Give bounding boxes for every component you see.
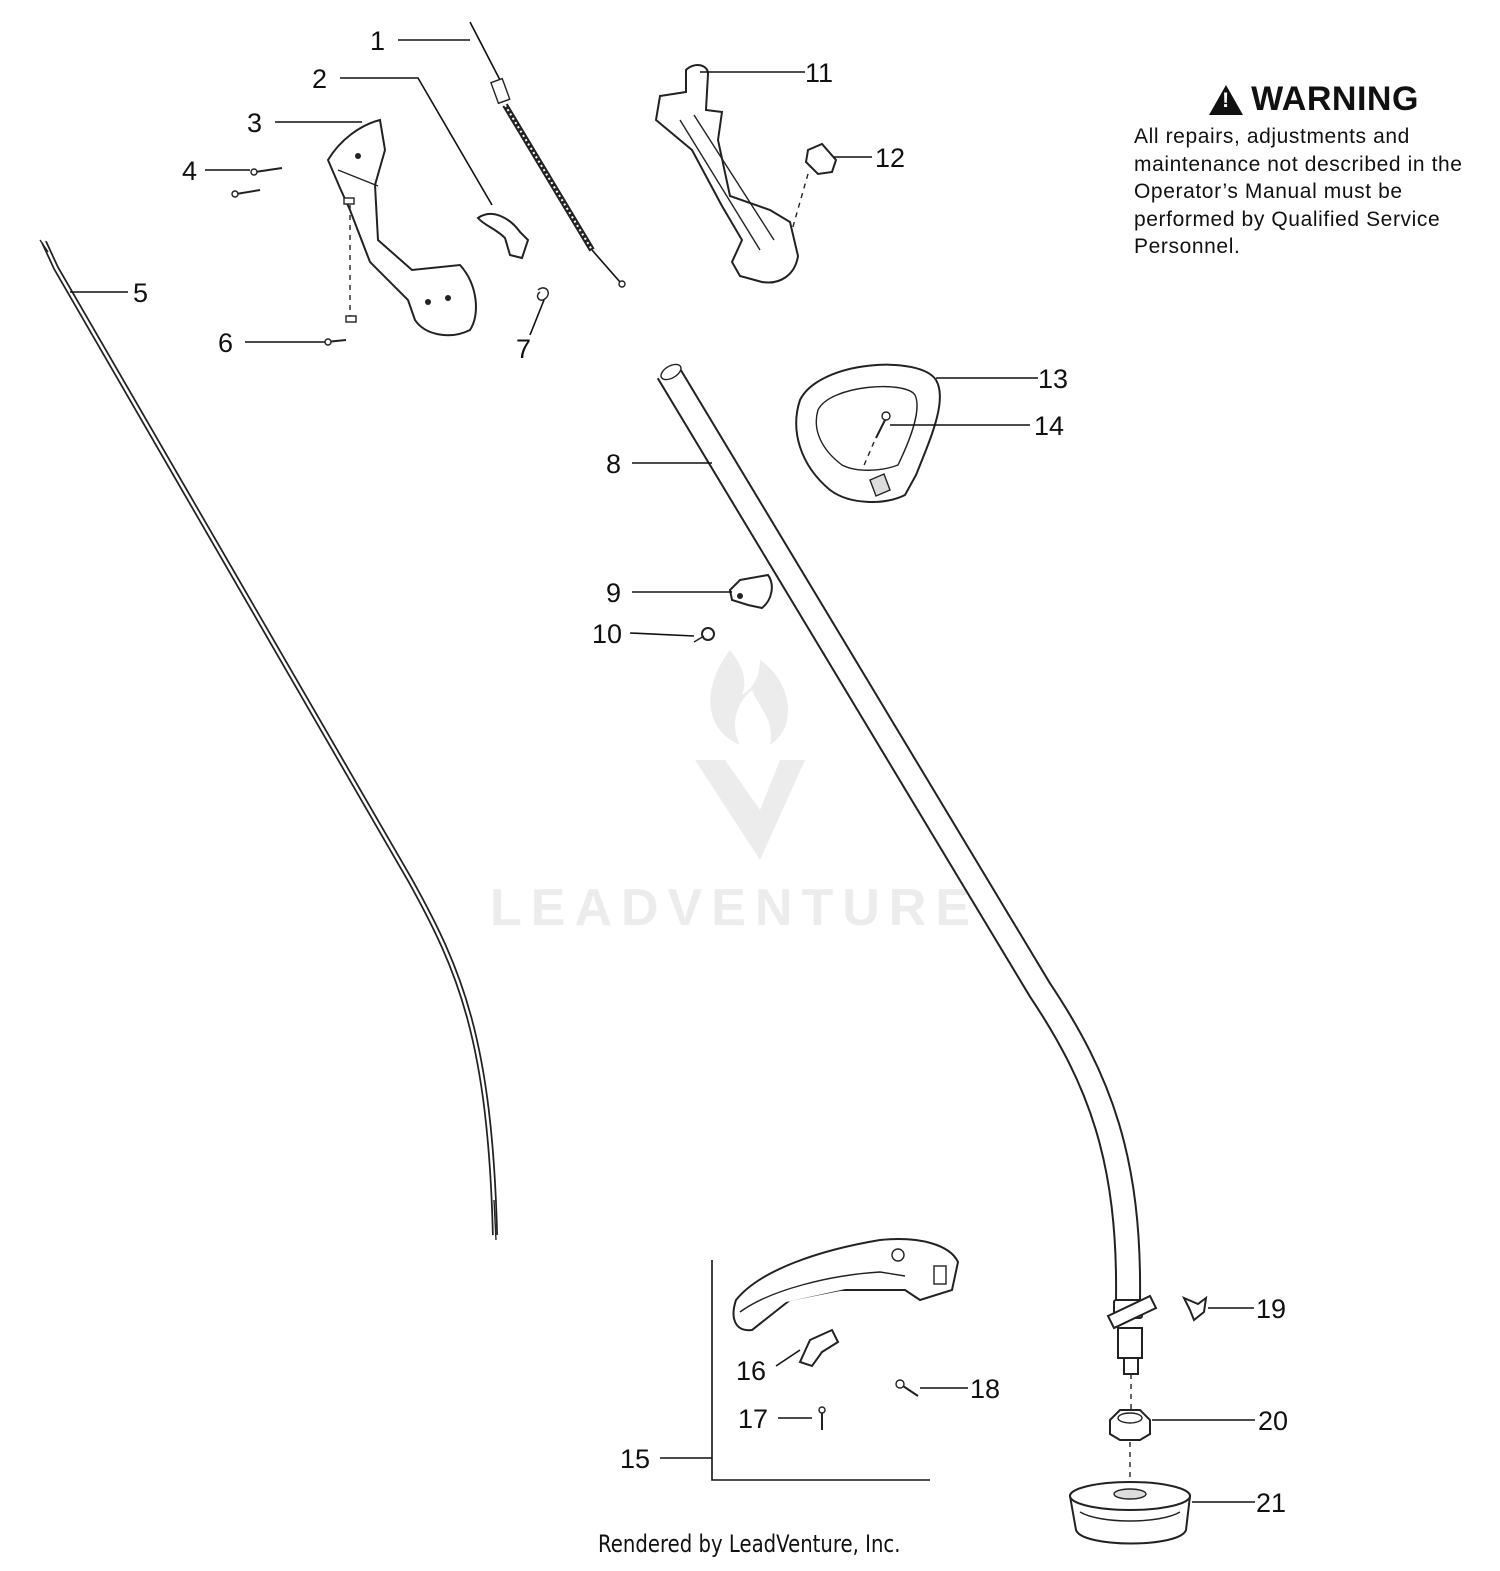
callout-9: 9 <box>606 578 621 608</box>
leader-7 <box>529 299 545 336</box>
callout-13: 13 <box>1038 364 1068 394</box>
drive-shaft <box>39 239 498 1241</box>
callout-1: 1 <box>370 26 385 56</box>
handle-housing <box>326 118 477 337</box>
callout-4: 4 <box>182 156 197 186</box>
warning-triangle-icon <box>1209 84 1244 115</box>
hex-nut <box>1109 1409 1151 1480</box>
debris-guard <box>732 1238 960 1332</box>
callout-10: 10 <box>592 619 622 649</box>
rear-handle <box>654 64 800 284</box>
screw-18 <box>895 1379 919 1397</box>
warning-box: WARNING All repairs, adjustments and mai… <box>1134 80 1494 261</box>
warning-title-text: WARNING <box>1251 80 1419 118</box>
shaft-tube <box>656 363 1158 1412</box>
warning-text: All repairs, adjustments and maintenance… <box>1134 125 1463 258</box>
leader-10 <box>629 632 695 637</box>
throttle-trigger <box>476 213 530 260</box>
screw-10 <box>693 627 715 643</box>
callout-20: 20 <box>1258 1406 1288 1436</box>
callout-11: 11 <box>805 58 833 88</box>
callout-5: 5 <box>133 278 148 308</box>
callout-8: 8 <box>606 449 621 479</box>
callout-15: 15 <box>620 1444 650 1474</box>
leader-16 <box>775 1349 801 1367</box>
assembly-bracket <box>711 1260 930 1481</box>
throttle-cable <box>469 21 626 288</box>
spring <box>536 287 549 301</box>
line-cutter-blade <box>798 1328 840 1368</box>
warning-title: WARNING <box>1134 80 1494 119</box>
callout-2: 2 <box>312 64 327 94</box>
leader-2 <box>340 77 493 206</box>
screw-14 <box>861 411 891 471</box>
screw-6 <box>324 338 347 346</box>
callout-12: 12 <box>875 143 905 173</box>
callout-21: 21 <box>1256 1488 1286 1518</box>
callout-7: 7 <box>516 334 531 364</box>
screw-17 <box>818 1406 826 1430</box>
callout-14: 14 <box>1034 411 1064 441</box>
callout-6: 6 <box>218 328 233 358</box>
callout-17: 17 <box>738 1404 768 1434</box>
wing-nut <box>1181 1295 1208 1322</box>
switch <box>791 142 838 231</box>
trimmer-head <box>1068 1481 1192 1545</box>
clip <box>728 573 773 610</box>
footer-credit: Rendered by LeadVenture, Inc. <box>598 1530 901 1558</box>
screws <box>231 167 283 198</box>
callout-16: 16 <box>736 1356 766 1386</box>
callout-19: 19 <box>1256 1294 1286 1324</box>
callout-3: 3 <box>247 108 262 138</box>
loop-handle <box>795 363 941 503</box>
callout-18: 18 <box>970 1374 1000 1404</box>
